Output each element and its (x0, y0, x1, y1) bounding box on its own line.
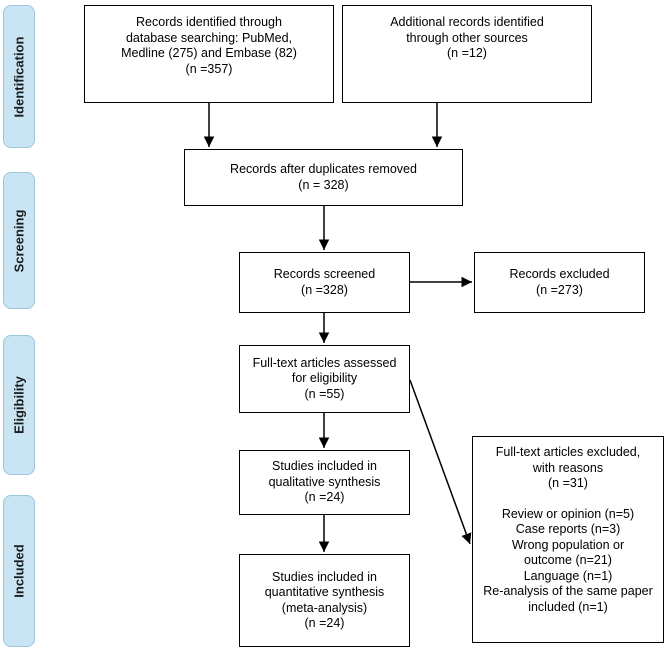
box-database-search-line-3: Medline (275) and Embase (82) (121, 46, 297, 60)
exclusion-reason: Wrong population or (511, 537, 625, 552)
box-other-sources-line-1: Additional records identified (390, 15, 544, 29)
fulltext-excluded-header-2: with reasons (532, 460, 604, 475)
box-qualitative-synthesis-line-2: qualitative synthesis (268, 474, 381, 489)
box-other-sources-line-3: (n =12) (447, 46, 487, 60)
phase-eligibility: Eligibility (3, 335, 35, 475)
box-other-sources: Additional records identified through ot… (342, 5, 592, 103)
fulltext-excluded-header-1: Full-text articles excluded, (495, 445, 641, 459)
box-quantitative-synthesis-line-3: (meta-analysis) (281, 600, 368, 615)
box-after-duplicates: Records after duplicates removed (n = 32… (184, 149, 463, 206)
box-other-sources-line-2: through other sources (406, 30, 528, 45)
exclusion-reason: Case reports (n=3) (515, 522, 621, 536)
box-records-excluded-line-1: Records excluded (509, 267, 610, 281)
box-qualitative-synthesis: Studies included in qualitative synthesi… (239, 450, 410, 515)
box-after-duplicates-line-2: (n = 328) (298, 177, 349, 192)
box-quantitative-synthesis-line-4: (n =24) (304, 616, 345, 630)
box-records-excluded-line-2: (n =273) (536, 282, 583, 297)
box-quantitative-synthesis-line-1: Studies included in (272, 569, 377, 584)
box-database-search-line-1: Records identified through (136, 15, 282, 29)
exclusion-reason: Re-analysis of the same paper (483, 584, 653, 598)
phase-included: Included (3, 495, 35, 647)
box-fulltext-assessed: Full-text articles assessed for eligibil… (239, 345, 410, 413)
box-records-screened: Records screened (n =328) (239, 252, 410, 313)
box-fulltext-assessed-line-3: (n =55) (304, 386, 345, 401)
box-qualitative-synthesis-line-3: (n =24) (304, 490, 345, 505)
box-after-duplicates-line-1: Records after duplicates removed (230, 162, 417, 176)
box-fulltext-assessed-line-2: for eligibility (291, 371, 358, 386)
exclusion-reason: included (n=1) (528, 599, 608, 614)
box-qualitative-synthesis-line-1: Studies included in (272, 459, 377, 474)
box-fulltext-excluded: Full-text articles excluded, with reason… (472, 436, 664, 643)
box-fulltext-assessed-line-1: Full-text articles assessed (252, 355, 397, 370)
box-database-search-line-2: database searching: PubMed, (125, 30, 293, 45)
exclusion-reason: outcome (n=21) (524, 553, 612, 567)
box-records-screened-line-1: Records screened (273, 267, 376, 281)
phase-identification: Identification (3, 5, 35, 148)
exclusion-reason: Language (n=1) (523, 568, 613, 583)
box-records-screened-line-2: (n =328) (301, 282, 348, 297)
exclusion-reason: Review or opinion (n=5) (501, 506, 635, 521)
phase-screening: Screening (3, 172, 35, 309)
arrow-fulltext-to-excluded (409, 379, 472, 545)
box-quantitative-synthesis: Studies included in quantitative synthes… (239, 554, 410, 647)
fulltext-excluded-header-3: (n =31) (548, 476, 588, 490)
box-database-search: Records identified through database sear… (84, 5, 334, 103)
box-database-search-line-4: (n =357) (185, 61, 233, 76)
box-quantitative-synthesis-line-2: quantitative synthesis (264, 585, 385, 599)
box-records-excluded: Records excluded (n =273) (474, 252, 645, 313)
